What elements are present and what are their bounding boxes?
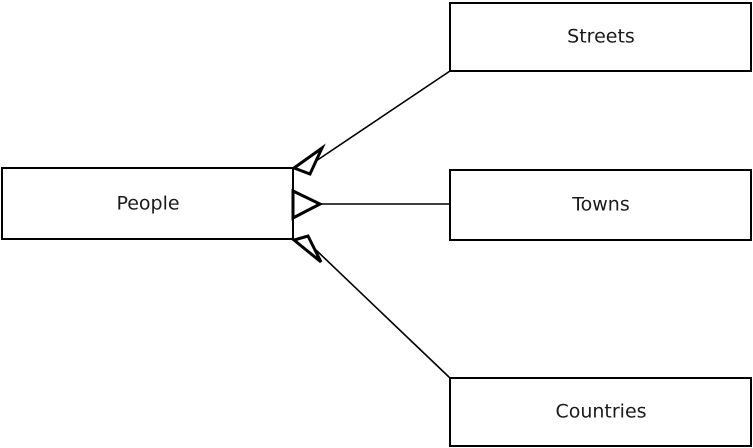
connector-people-countries[interactable] (315, 249, 451, 379)
entity-label-group: People Streets Towns Countries (116, 26, 646, 423)
connector-people-streets[interactable] (315, 70, 451, 162)
entity-label-countries: Countries (555, 401, 646, 423)
entity-box-streets[interactable] (449, 2, 752, 72)
entity-box-towns[interactable] (449, 169, 752, 241)
entity-label-streets: Streets (567, 26, 635, 48)
connector-group (315, 70, 451, 379)
arrowhead-group (290, 143, 326, 264)
arrowhead-icon-countries (290, 234, 323, 264)
arrowhead-icon-towns (291, 188, 324, 221)
entity-label-people: People (116, 193, 179, 215)
arrowhead-icon-streets (290, 143, 326, 176)
entity-label-towns: Towns (571, 194, 629, 216)
entity-box-countries[interactable] (449, 377, 752, 447)
